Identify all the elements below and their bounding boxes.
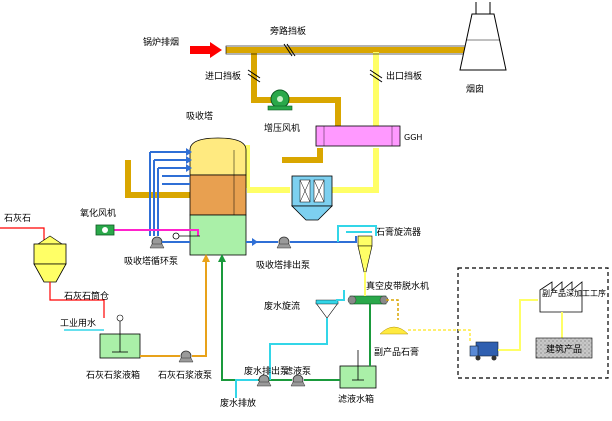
cyclone-icon: [357, 235, 373, 273]
label-byproduct-process: 副产品深加工工序: [542, 288, 606, 298]
truck-to-factory: [498, 299, 538, 351]
clean-gas-duct: [244, 52, 379, 193]
label-filtrate-pump: 滤液泵: [284, 365, 311, 377]
label-absorber: 吸收塔: [186, 110, 213, 122]
label-wastewater-pump: 废水排出泵: [244, 365, 289, 377]
vacuum-belt-dewaterer: [347, 295, 389, 305]
slurry-arrow: [218, 254, 226, 262]
label-bypass-damper: 旁路挡板: [270, 25, 306, 37]
label-wastewater-cyclone: 废水旋流: [264, 300, 300, 312]
label-boiler-exhaust: 锅炉排烟: [143, 36, 179, 48]
chimney-icon: [459, 2, 507, 71]
agitator: [172, 232, 200, 240]
pump-icon: [178, 350, 194, 363]
label-filtrate-tank: 滤液水箱: [338, 393, 374, 405]
absorber-drain-line: [246, 236, 357, 243]
label-chimney: 烟囱: [466, 83, 484, 95]
gypsum-to-truck: [408, 329, 471, 342]
label-outlet-damper: 出口挡板: [386, 70, 422, 82]
label-limestone-slurry-pump: 石灰石浆液泵: [158, 369, 212, 381]
label-booster-fan: 增压风机: [264, 122, 300, 134]
absorber-tower: [189, 137, 247, 256]
fan-icon: [267, 89, 293, 111]
oxidation-air-line: [114, 229, 199, 236]
label-limestone-silo: 石灰石筒仓: [64, 290, 109, 302]
reheater-box: [291, 175, 333, 221]
limestone-slurry-tank: [99, 314, 141, 359]
boiler-exhaust-arrow: [190, 42, 222, 58]
spray-arrows: [186, 148, 192, 172]
ggh-heat-exchanger: [315, 125, 401, 147]
gypsum-pile: [379, 326, 409, 335]
label-vacuum-belt: 真空皮带脱水机: [366, 280, 429, 292]
cyclone-icon: [315, 299, 339, 319]
limestone-slurry-line: [140, 258, 207, 357]
label-absorber-drain-pump: 吸收塔排出泵: [256, 259, 310, 271]
silo-to-tank: [49, 282, 105, 318]
limestone-feed-line: [0, 227, 45, 240]
label-absorber-circ-pump: 吸收塔循环泵: [124, 255, 178, 267]
spray-headers: [149, 151, 190, 236]
pump-icon: [256, 374, 272, 387]
truck-icon: [469, 341, 499, 361]
pump-icon: [149, 236, 165, 249]
filtrate-return-line: [221, 258, 340, 381]
belt-to-gypsum: [386, 299, 399, 320]
damper-icon: [283, 43, 296, 57]
label-oxidation-fan: 氧化风机: [80, 207, 116, 219]
label-limestone: 石灰石: [4, 212, 31, 224]
damper-icon: [247, 69, 261, 83]
label-gypsum-cyclone: 石膏旋流器: [376, 226, 421, 238]
label-inlet-damper: 进口挡板: [205, 70, 241, 82]
label-byproduct-gypsum: 副产品石膏: [374, 346, 419, 358]
slurry-arrow: [202, 254, 210, 262]
label-process-water: 工业用水: [60, 317, 96, 329]
label-building-products: 建筑产品: [546, 343, 582, 355]
pump-icon: [276, 236, 292, 249]
limestone-silo: [33, 235, 67, 283]
label-limestone-slurry-tank: 石灰石浆液箱: [86, 369, 140, 381]
flue-gas-duct-absorber-inlet: [125, 148, 323, 198]
label-ggh: GGH: [404, 133, 422, 142]
pump-icon: [290, 374, 306, 387]
flue-gas-duct: [226, 47, 470, 132]
byproduct-area: [457, 267, 609, 379]
slurry-arrow: [252, 238, 258, 246]
building-products-box: [535, 337, 593, 359]
damper-icon: [369, 69, 383, 83]
fan-icon: [95, 224, 115, 236]
filtrate-to-cyclone: [326, 290, 345, 332]
label-wastewater-discharge: 废水排放: [220, 397, 256, 409]
factory-icon: [539, 281, 583, 313]
water-line: [337, 225, 377, 242]
wastewater-line: [235, 332, 328, 398]
filtrate-tank: [339, 350, 377, 389]
